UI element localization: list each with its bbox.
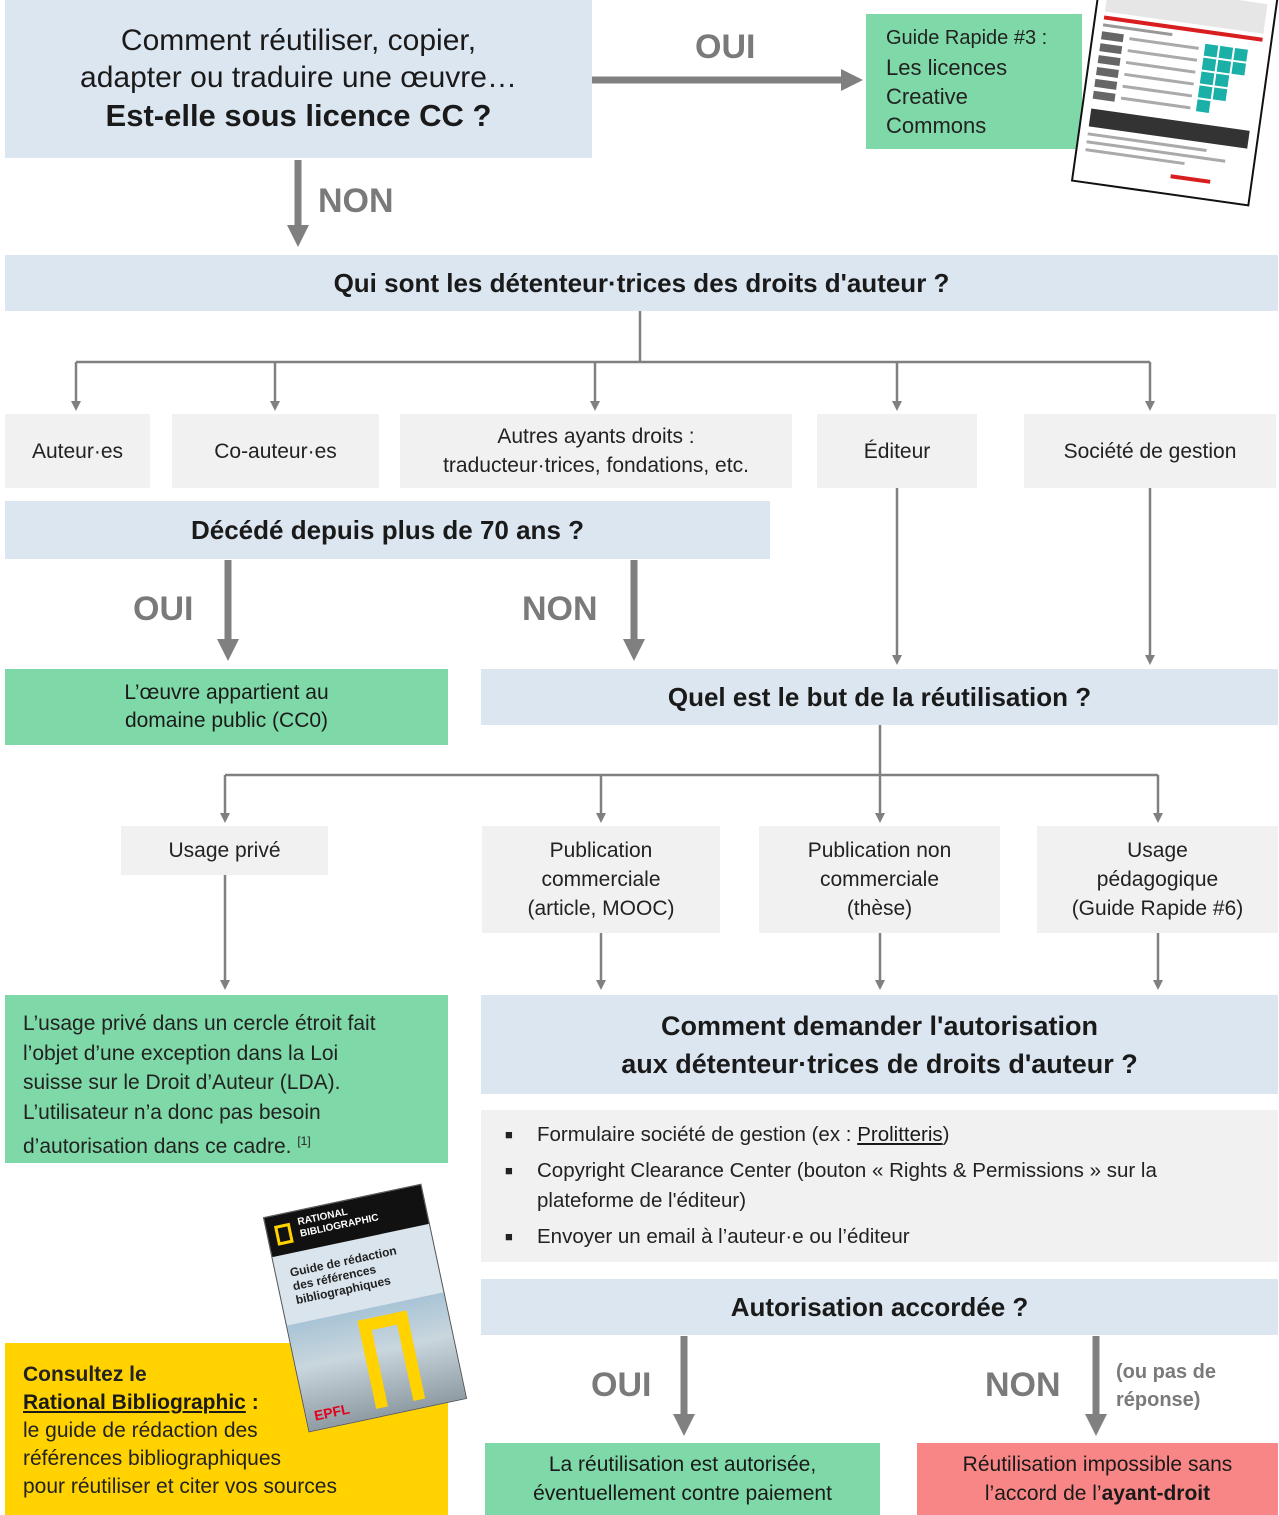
refused-prefix: l’accord de l’ [984, 1482, 1102, 1505]
method-2-line1: Copyright Clearance Center (bouton « Rig… [537, 1159, 1157, 1182]
refused-box: Réutilisation impossible sans l’accord d… [917, 1443, 1278, 1515]
option-publication-commerciale[interactable]: Publication commerciale (article, MOOC) [482, 826, 720, 933]
option-societe-label: Société de gestion [1063, 439, 1237, 463]
option-autres-ayants-droits[interactable]: Autres ayants droits : traducteur·trices… [400, 414, 792, 488]
rational-line5: pour réutiliser et citer vos sources [23, 1475, 337, 1498]
guide3-line3: Creative [886, 84, 968, 109]
method-1-text: Formulaire société de gestion (ex : [537, 1123, 858, 1146]
option-coauteurs[interactable]: Co-auteur·es [172, 414, 379, 488]
guide3-box[interactable]: Guide Rapide #3 : Les licences Creative … [866, 14, 1082, 149]
method-email: ■ Envoyer un email à l’auteur·e ou l’édi… [505, 1222, 1278, 1252]
deceased-question: Décédé depuis plus de 70 ans ? [190, 514, 585, 545]
public-domain-box: L’œuvre appartient au domaine public (CC… [5, 669, 448, 745]
authorisation-question-box: Autorisation accordée ? [481, 1279, 1278, 1335]
public-domain-line2: domaine public (CC0) [124, 709, 329, 732]
rational-colon: : [245, 1391, 259, 1414]
pub-noncomm-line1: Publication non [807, 839, 952, 862]
bullet-icon: ■ [505, 1127, 513, 1142]
refused-line2: l’accord de l’ayant-droit [985, 1479, 1210, 1508]
pub-noncomm-line3: (thèse) [846, 897, 913, 920]
private-use-box: L’usage privé dans un cercle étroit fait… [5, 995, 448, 1163]
option-autres-line1: Autres ayants droits : [497, 425, 695, 448]
pub-comm-line1: Publication [549, 839, 653, 862]
cc-question-box: Comment réutiliser, copier, adapter ou t… [5, 0, 592, 158]
authorisation-question: Autorisation accordée ? [730, 1291, 1029, 1322]
cover-subtitle: Guide de rédaction des références biblio… [289, 1243, 404, 1307]
option-auteurs-label: Auteur·es [31, 439, 124, 463]
private-use-line4: L’utilisateur n’a donc pas besoin [23, 1100, 321, 1124]
pub-comm-line2: commerciale [541, 868, 661, 891]
bullet-icon: ■ [505, 1229, 513, 1244]
guide3-line4: Commons [886, 113, 987, 138]
refused-line1: Réutilisation impossible sans [962, 1453, 1233, 1476]
prolitteris-link[interactable]: Prolitteris [857, 1123, 943, 1146]
usage-peda-line1: Usage [1127, 839, 1188, 862]
purpose-question-box: Quel est le but de la réutilisation ? [481, 669, 1278, 725]
private-use-line5: d’autorisation dans ce cadre. [1] [23, 1127, 448, 1162]
deceased-yes-label: OUI [133, 590, 194, 628]
method-2-line2: plateforme de l'éditeur) [537, 1189, 747, 1212]
rights-holders-question-box: Qui sont les détenteur·trices des droits… [5, 255, 1278, 311]
method-ccc: ■ Copyright Clearance Center (bouton « R… [505, 1156, 1278, 1216]
option-editeur[interactable]: Éditeur [817, 414, 977, 488]
footnote-ref[interactable]: [1] [297, 1134, 311, 1148]
cc-question-line2: adapter ou traduire une œuvre… [80, 61, 517, 94]
rational-box: Consultez le Rational Bibliographic : le… [5, 1343, 448, 1515]
granted-line1: La réutilisation est autorisée, [548, 1453, 817, 1476]
option-usage-pedagogique[interactable]: Usage pédagogique (Guide Rapide #6) [1037, 826, 1278, 933]
guide-thumbnail-graphic [1085, 0, 1268, 184]
private-use-line2: l’objet d’une exception dans la Loi [23, 1041, 339, 1065]
auth-no-note-line2: réponse) [1116, 1389, 1201, 1411]
ask-methods-box: ■ Formulaire société de gestion (ex : Pr… [481, 1110, 1278, 1262]
granted-line2: éventuellement contre paiement [533, 1482, 832, 1505]
cc-question-line1: Comment réutiliser, copier, [120, 24, 477, 57]
guide-document-thumbnail-icon[interactable] [1070, 0, 1279, 207]
pub-noncomm-line2: commerciale [819, 868, 940, 891]
ask-question-line1: Comment demander l'autorisation [661, 1010, 1098, 1041]
option-coauteurs-label: Co-auteur·es [214, 439, 337, 463]
pub-comm-line3: (article, MOOC) [527, 897, 675, 920]
auth-no-label: NON [985, 1366, 1061, 1404]
usage-prive-label: Usage privé [168, 839, 281, 862]
ask-question-line2: aux détenteur·trices de droits d'auteur … [621, 1048, 1138, 1079]
cc-no-label: NON [318, 182, 394, 220]
public-domain-line1: L’œuvre appartient au [124, 681, 329, 704]
cc-question-bold: Est-elle sous licence CC ? [105, 98, 492, 133]
option-usage-prive[interactable]: Usage privé [121, 826, 328, 875]
option-editeur-label: Éditeur [863, 439, 931, 463]
private-use-line3: suisse sur le Droit d’Auteur (LDA). [23, 1071, 341, 1094]
usage-peda-line2: pédagogique [1096, 868, 1219, 891]
bullet-icon: ■ [505, 1163, 513, 1178]
refused-bold: ayant-droit [1101, 1482, 1211, 1505]
rational-link[interactable]: Rational Bibliographic [23, 1391, 246, 1414]
auth-no-note: (ou pas de réponse) [1116, 1358, 1216, 1414]
cover-header: RATIONAL BIBLIOGRAPHIC [264, 1184, 429, 1258]
option-societe-gestion[interactable]: Société de gestion [1024, 414, 1276, 488]
auth-yes-label: OUI [591, 1366, 652, 1404]
rational-line4: références bibliographiques [23, 1447, 281, 1470]
deceased-question-box: Décédé depuis plus de 70 ans ? [5, 501, 770, 559]
ask-question-box: Comment demander l'autorisation aux déte… [481, 995, 1278, 1094]
option-publication-non-commerciale[interactable]: Publication non commerciale (thèse) [759, 826, 1000, 933]
option-auteurs[interactable]: Auteur·es [5, 414, 150, 488]
cc-yes-label: OUI [695, 28, 756, 66]
guide3-line1: Guide Rapide #3 : [886, 27, 1048, 49]
rational-line1: Consultez le [23, 1363, 147, 1386]
method-1-end: ) [942, 1123, 950, 1146]
method-3-text: Envoyer un email à l’auteur·e ou l’édite… [537, 1225, 910, 1248]
private-use-line1: L’usage privé dans un cercle étroit fait [23, 1012, 376, 1035]
usage-peda-line3: (Guide Rapide #6) [1071, 897, 1244, 920]
rational-line3: le guide de rédaction des [23, 1419, 258, 1442]
guide3-line2: Les licences [886, 55, 1008, 80]
auth-no-note-line1: (ou pas de [1116, 1361, 1217, 1383]
purpose-question: Quel est le but de la réutilisation ? [667, 681, 1092, 712]
option-autres-line2: traducteur·trices, fondations, etc. [443, 454, 749, 477]
rational-line2: Rational Bibliographic : [23, 1389, 448, 1417]
private-use-line5-text: d’autorisation dans ce cadre. [23, 1135, 292, 1158]
rights-holders-question: Qui sont les détenteur·trices des droits… [333, 267, 950, 298]
deceased-no-label: NON [522, 590, 598, 628]
granted-box: La réutilisation est autorisée, éventuel… [485, 1443, 880, 1515]
method-collecting-society: ■ Formulaire société de gestion (ex : Pr… [505, 1120, 1278, 1150]
